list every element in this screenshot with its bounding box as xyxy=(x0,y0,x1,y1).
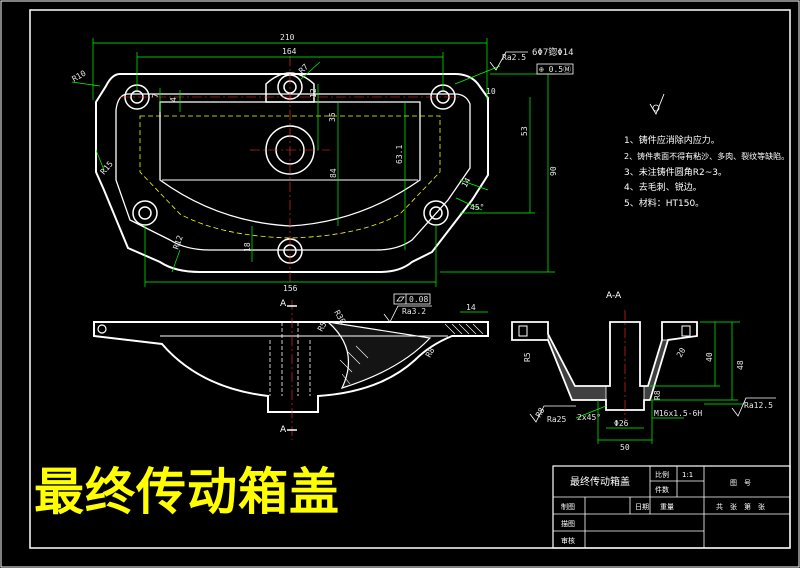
section-chamfer: 2x45° xyxy=(577,413,601,422)
tol-frame: ⊕ 0.5Ⓜ xyxy=(539,65,571,74)
section-mark-top: A xyxy=(280,299,287,309)
tb-scale-value: 1:1 xyxy=(682,471,693,479)
flatness-value: 0.08 xyxy=(409,295,428,304)
tb-drawing-no-label: 图 号 xyxy=(730,479,751,487)
front-outline xyxy=(93,321,489,413)
front-view: A A 0.08 Ra3.2 14 R5 R30 R8 xyxy=(93,293,489,440)
dim-12: 12 xyxy=(309,88,318,98)
dim-18: 18 xyxy=(243,242,252,252)
front-hole-left xyxy=(97,324,107,334)
roughness-symbol-section-left xyxy=(529,405,576,423)
dim-r12: R12 xyxy=(171,234,184,251)
tb-checked-label: 审核 xyxy=(561,536,575,545)
dim-10: 10 xyxy=(486,87,496,96)
section-ra25: Ra25 xyxy=(547,415,566,424)
section-mark-bottom: A xyxy=(280,425,287,435)
technical-notes: 1、铸件应消除内应力。 2、铸件表面不得有粘沙、多肉、裂纹等缺陷。 3、未注铸件… xyxy=(624,134,789,209)
section-dim-50: 50 xyxy=(620,443,630,452)
tb-designed-label: 描图 xyxy=(561,519,575,528)
dim-7: 7 xyxy=(151,93,160,98)
top-outer-contour xyxy=(95,73,489,273)
tb-weight-label: 重量 xyxy=(660,503,674,511)
section-hatched-left xyxy=(547,333,607,401)
tol-frame-box xyxy=(536,63,574,75)
section-view: A-A R5 R8 R8 20 40 48 Φ26 50 2x45° M16x1… xyxy=(511,291,776,452)
front-rib-section xyxy=(326,321,432,389)
dim-210: 210 xyxy=(280,33,295,42)
drawing-title-banner: 最终传动箱盖 xyxy=(34,463,340,521)
section-bolt-right xyxy=(681,325,691,337)
dim-84: 84 xyxy=(329,168,338,178)
tb-sheet-label: 共 张 第 张 xyxy=(716,502,765,511)
tb-part-name: 最终传动箱盖 xyxy=(570,475,630,488)
section-r8-left: R8 xyxy=(534,406,547,419)
roughness-general-circle xyxy=(652,104,660,112)
section-r8-right: R8 xyxy=(653,390,662,400)
dim-90: 90 xyxy=(549,166,558,176)
dim-35: 35 xyxy=(328,112,337,122)
section-hatched-right xyxy=(643,339,669,401)
note-4: 4、去毛刺、锐边。 xyxy=(624,181,702,193)
note-2: 2、铸件表面不得有粘沙、多肉、裂纹等缺陷。 xyxy=(624,151,789,161)
section-bolt-left xyxy=(518,325,528,337)
tb-count-label: 件数 xyxy=(655,485,669,494)
dim-63-1: 63.1 xyxy=(395,145,404,164)
top-center-boss xyxy=(265,72,315,103)
dim-164: 164 xyxy=(282,47,297,56)
note-1: 1、铸件应消除内应力。 xyxy=(624,134,720,146)
note-3: 3、未注铸件圆角R2~3。 xyxy=(624,166,727,178)
tb-drawn-label: 制图 xyxy=(561,502,575,511)
section-dim-48: 48 xyxy=(736,360,745,370)
title-block xyxy=(552,465,791,549)
section-dim-40: 40 xyxy=(705,352,714,362)
note-5: 5、材料：HT150。 xyxy=(624,197,704,209)
flatness-symbol xyxy=(396,296,405,302)
tb-scale-label: 比例 xyxy=(655,470,669,479)
top-hidden-lines xyxy=(139,115,441,239)
section-thread: M16x1.5-6H xyxy=(654,409,702,418)
front-hatching xyxy=(339,323,484,385)
top-dimension-lines xyxy=(71,38,555,287)
section-ra125: Ra12.5 xyxy=(744,401,773,410)
inner-frame xyxy=(29,9,791,549)
roughness-top: Ra2.5 xyxy=(502,53,526,62)
hole-callout: 6Φ7锪Φ14 xyxy=(532,46,574,58)
section-phi26: Φ26 xyxy=(614,419,629,428)
front-r5: R5 xyxy=(316,320,329,333)
roughness-symbol-front xyxy=(383,305,432,323)
section-r5: R5 xyxy=(523,352,532,362)
section-dim-20: 20 xyxy=(675,346,688,359)
front-dim-14: 14 xyxy=(466,303,476,312)
dim-53: 53 xyxy=(520,126,529,136)
top-inner-flange xyxy=(115,93,471,251)
roughness-symbol-section-right xyxy=(731,397,776,417)
tb-date-label: 日期 xyxy=(635,503,649,511)
front-hidden-lines xyxy=(269,322,311,396)
dim-45deg: 45° xyxy=(470,203,484,212)
top-centerlines xyxy=(120,56,460,285)
section-label: A-A xyxy=(606,291,622,301)
roughness-symbol-top xyxy=(489,51,528,71)
dim-r10: R10 xyxy=(71,69,88,84)
section-dim-lines xyxy=(575,321,744,444)
front-r8: R8 xyxy=(424,346,437,359)
top-view: 210 164 156 R10 R15 R12 R7 4 7 18 12 35 … xyxy=(71,33,665,293)
flatness-frame xyxy=(393,293,431,305)
dim-156: 156 xyxy=(283,284,298,293)
dim-14: 14 xyxy=(460,176,473,189)
roughness-front: Ra3.2 xyxy=(402,307,426,316)
dim-4: 4 xyxy=(169,97,178,102)
bolt-hole-bl xyxy=(132,200,158,226)
roughness-general-symbol xyxy=(649,93,665,116)
